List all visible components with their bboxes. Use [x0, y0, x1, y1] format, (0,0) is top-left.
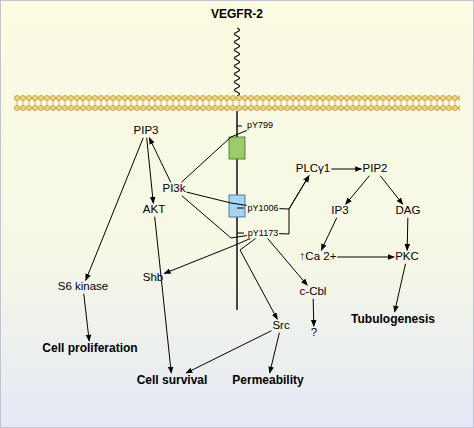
node-text: Cell survival — [137, 374, 208, 386]
node-text: PKC — [395, 251, 419, 263]
signal-node: pY1173 — [247, 228, 279, 239]
signal-arrow — [395, 264, 406, 312]
signal-arrow — [240, 239, 277, 320]
phosphosite-tick — [237, 126, 242, 127]
outcome-label: Permeability — [231, 373, 304, 387]
signal-arrow — [149, 138, 170, 183]
signal-node: Src — [271, 319, 290, 333]
signal-node: ? — [310, 326, 318, 340]
node-text: Permeability — [232, 374, 303, 386]
signal-arrow — [321, 218, 337, 251]
signal-arrow — [280, 176, 309, 209]
signal-node: ↑Ca 2+ — [299, 250, 338, 264]
signal-arrow — [346, 176, 370, 205]
signal-arrow — [313, 299, 315, 327]
signal-node: PLCγ1 — [295, 162, 332, 176]
node-text: PLCγ1 — [296, 163, 331, 175]
node-text: Src — [272, 320, 289, 332]
signal-arrow — [270, 333, 280, 373]
signal-arrow — [84, 294, 89, 341]
signal-node: AKT — [142, 203, 166, 217]
signal-node: PIP2 — [362, 162, 389, 176]
signal-arrow — [337, 257, 394, 258]
node-text: DAG — [396, 205, 421, 217]
node-text: PI3k — [162, 183, 185, 195]
node-text: S6 kinase — [58, 281, 109, 293]
phosphosite-tick — [237, 233, 244, 234]
signal-arrow — [380, 176, 402, 205]
signal-arrow — [181, 131, 246, 183]
kinase-domain-box — [229, 137, 245, 159]
signal-arrow — [186, 331, 271, 373]
signal-node: S6 kinase — [57, 280, 110, 294]
node-text: IP3 — [331, 205, 348, 217]
node-text: pY1006 — [247, 204, 278, 213]
node-text: pY799 — [247, 121, 273, 130]
signal-node: pY1006 — [246, 203, 279, 214]
kinase-domain-box — [229, 195, 245, 217]
node-text: PIP2 — [363, 163, 388, 175]
outcome-label: Cell survival — [136, 373, 209, 387]
signal-arrow — [279, 176, 309, 234]
phosphosite-tick — [237, 208, 244, 209]
node-text: ↑Ca 2+ — [300, 251, 337, 263]
node-text: Tubulogenesis — [351, 313, 435, 325]
node-text: ? — [311, 327, 317, 339]
signal-arrow — [187, 192, 247, 205]
signal-arrow — [164, 239, 250, 274]
signal-node: c-Cbl — [299, 285, 328, 299]
signal-arrow — [155, 217, 172, 373]
signal-node: DAG — [395, 204, 422, 218]
signal-node: pY799 — [246, 120, 274, 131]
outcome-label: Tubulogenesis — [350, 312, 436, 326]
node-text: PIP3 — [134, 125, 159, 137]
signal-arrow — [86, 138, 144, 281]
node-text: AKT — [143, 204, 165, 216]
outcome-label: Cell proliferation — [41, 341, 138, 355]
signal-node: IP3 — [330, 204, 349, 218]
signal-arrow — [182, 196, 247, 238]
node-text: pY1173 — [248, 229, 278, 238]
node-text: Shb — [143, 272, 163, 284]
receptor-title: VEGFR-2 — [211, 7, 263, 21]
signal-arrow — [407, 218, 409, 251]
signal-node: PKC — [394, 250, 420, 264]
signal-arrow — [331, 169, 361, 170]
node-text: Cell proliferation — [42, 342, 137, 354]
receptor-extracellular-domain — [235, 28, 240, 96]
signal-arrow — [147, 138, 154, 204]
signal-node: PIP3 — [133, 124, 160, 138]
cell-membrane — [14, 95, 460, 111]
signal-node: PI3k — [161, 182, 186, 196]
node-text: c-Cbl — [300, 286, 327, 298]
signal-node: Shb — [142, 271, 164, 285]
